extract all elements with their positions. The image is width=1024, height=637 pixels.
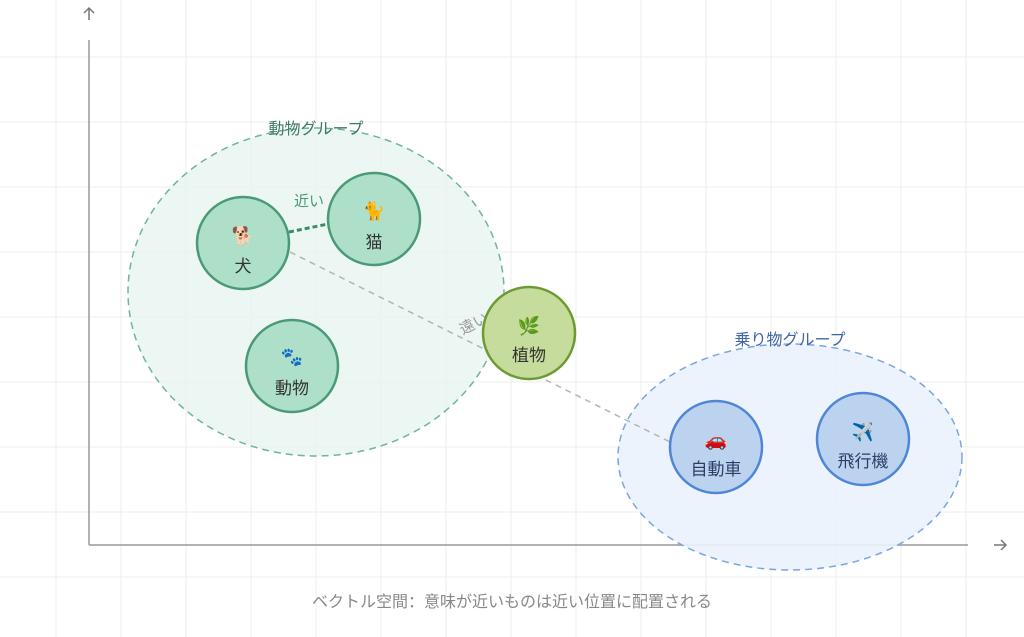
car-icon: 🚗 [705, 430, 727, 451]
node-label: 動物 [275, 379, 309, 399]
paw-prints-icon: 🐾 [281, 347, 303, 368]
near-relation-line [288, 222, 329, 234]
node-label: 猫 [366, 233, 383, 253]
animal-group-label: 動物グループ [268, 119, 363, 138]
dog-icon: 🐕 [232, 225, 254, 247]
near-label: 近い [294, 192, 324, 210]
node-label: 植物 [512, 346, 546, 366]
herb-icon: 🌿 [518, 315, 540, 337]
node-dog[interactable]: 🐕 犬 [195, 195, 291, 291]
cat-icon: 🐈 [363, 200, 385, 222]
node-car[interactable]: 🚗 自動車 [668, 399, 764, 495]
animal-group-region [127, 127, 505, 457]
vehicle-group-label: 乗り物グループ [734, 330, 845, 349]
far-relation-line [289, 251, 673, 444]
airplane-icon: ✈️ [852, 421, 874, 443]
node-label: 飛行機 [838, 452, 889, 472]
node-cat[interactable]: 🐈 猫 [326, 171, 422, 267]
vehicle-group-region [617, 343, 963, 571]
node-animal[interactable]: 🐾 動物 [244, 318, 340, 414]
x-axis-arrow-icon [994, 539, 1008, 551]
node-label: 犬 [235, 257, 252, 277]
caption: ベクトル空間：意味が近いものは近い位置に配置される [312, 592, 712, 611]
node-plant[interactable]: 🌿 植物 [481, 285, 577, 381]
y-axis-arrow-icon [83, 6, 95, 20]
node-airplane[interactable]: ✈️ 飛行機 [815, 391, 911, 487]
node-label: 自動車 [691, 460, 742, 480]
